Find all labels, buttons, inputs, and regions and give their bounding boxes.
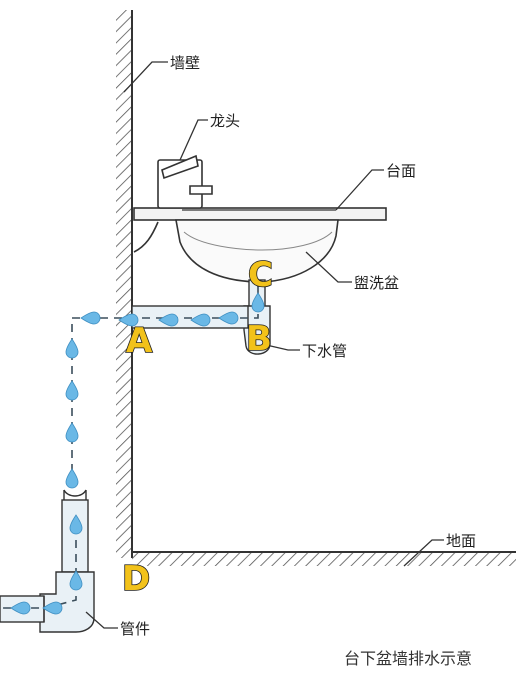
faucet-label: 龙头 bbox=[210, 112, 240, 130]
point-c-marker: C bbox=[248, 255, 273, 295]
water-drop bbox=[80, 311, 101, 325]
leader-lines bbox=[85, 61, 444, 629]
point-d-marker: D bbox=[122, 559, 150, 599]
water-drop bbox=[65, 380, 79, 401]
drain-pipe-label: 下水管 bbox=[302, 342, 347, 360]
basin-label: 盥洗盆 bbox=[354, 274, 399, 292]
drain-pipe bbox=[131, 279, 271, 355]
water-drop bbox=[65, 468, 79, 489]
point-b-marker: B bbox=[246, 319, 272, 359]
basin bbox=[175, 209, 339, 283]
outside-pipe bbox=[61, 489, 89, 580]
faucet bbox=[133, 154, 213, 253]
fitting-label: 管件 bbox=[120, 620, 150, 638]
floor-label: 地面 bbox=[446, 532, 476, 550]
countertop-label: 台面 bbox=[386, 162, 416, 180]
floor bbox=[132, 551, 516, 566]
wall-label: 墙壁 bbox=[170, 54, 200, 72]
water-drop bbox=[65, 338, 79, 359]
wall bbox=[116, 10, 133, 558]
diagram-caption: 台下盆墙排水示意 bbox=[344, 649, 472, 668]
point-a-marker: A bbox=[126, 321, 153, 361]
water-drop bbox=[65, 422, 79, 443]
